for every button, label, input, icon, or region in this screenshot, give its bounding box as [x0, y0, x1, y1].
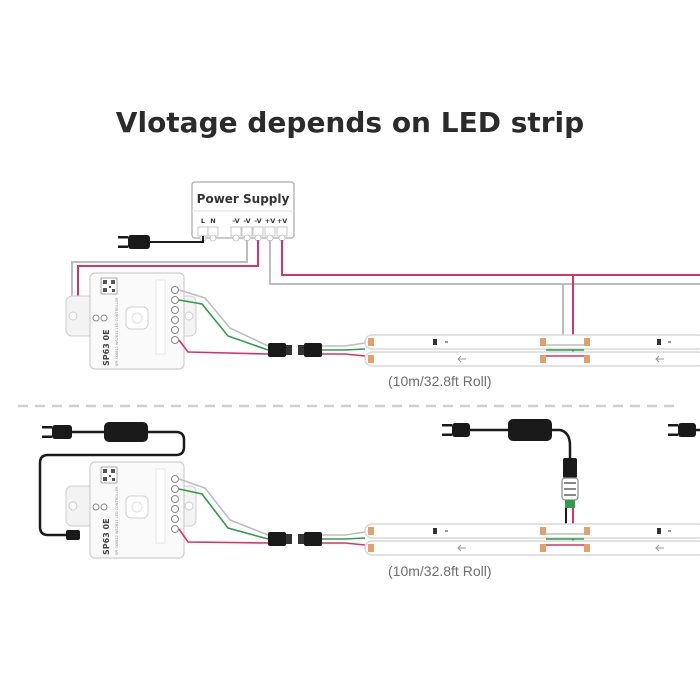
gray-bus-wire — [269, 240, 700, 285]
led-strip-top — [364, 334, 700, 367]
bottom-section: SP63 0E SPI SK6812 WS2811 LED CONTROLLER — [38, 419, 700, 579]
controller-brand: SP63 0E — [102, 329, 111, 366]
terminal-neg-1: -V — [232, 217, 239, 225]
plug-icon — [442, 423, 470, 437]
mains-cable-top — [118, 235, 204, 249]
led-strip-bottom — [364, 523, 700, 556]
bottom-roll-label: (10m/32.8ft Roll) — [388, 563, 491, 579]
terminal-l: L — [201, 217, 205, 225]
top-section: Power Supply L N -V -V -V +V +V — [65, 181, 700, 389]
power-supply-label: Power Supply — [197, 192, 290, 206]
controller-button[interactable] — [125, 306, 149, 330]
power-adapter-icon — [508, 419, 552, 441]
output-red-wire-bottom — [178, 528, 269, 544]
red-bus-wire — [281, 240, 700, 276]
controller-top: SP63 0E SPI SK6812 WS2811 LED CONTROLLER — [65, 272, 197, 370]
black-cable-bottom-left — [38, 430, 186, 537]
plug-icon — [118, 235, 150, 249]
controller-brand-bottom: SP63 0E — [102, 518, 111, 555]
connector-plug-icon — [268, 343, 322, 357]
plug-icon — [42, 425, 72, 439]
dc-jack-icon — [561, 458, 579, 508]
top-roll-label: (10m/32.8ft Roll) — [388, 373, 491, 389]
output-gray-wire-bottom — [178, 478, 269, 536]
page-title: Vlotage depends on LED strip — [116, 106, 584, 139]
controller-bottom: SP63 0E SPI SK6812 WS2811 LED CONTROLLER — [65, 461, 197, 559]
output-green-wire-bottom — [178, 488, 269, 540]
power-supply: Power Supply L N -V -V -V +V +V — [191, 181, 295, 242]
qr-code-icon — [100, 277, 118, 295]
terminal-pos-1: +V — [265, 217, 275, 225]
power-adapter-icon — [104, 422, 148, 442]
connector-plug-icon — [268, 532, 322, 546]
controller-small-text: SPI SK6812 WS2811 LED CONTROLLER — [115, 297, 119, 366]
terminal-neg-2: -V — [243, 217, 250, 225]
terminal-n: N — [210, 217, 215, 225]
plug-icon — [668, 423, 696, 437]
controller-button-bottom[interactable] — [125, 495, 149, 519]
output-red-wire-top — [178, 339, 269, 355]
dc-jack-icon — [66, 530, 80, 540]
terminal-pos-2: +V — [277, 217, 287, 225]
controller-small-text-bottom: SPI SK6812 WS2811 LED CONTROLLER — [115, 486, 119, 555]
terminal-neg-3: -V — [254, 217, 261, 225]
qr-code-icon — [100, 466, 118, 484]
output-green-wire-top — [178, 299, 269, 351]
output-gray-wire-top — [178, 289, 269, 347]
